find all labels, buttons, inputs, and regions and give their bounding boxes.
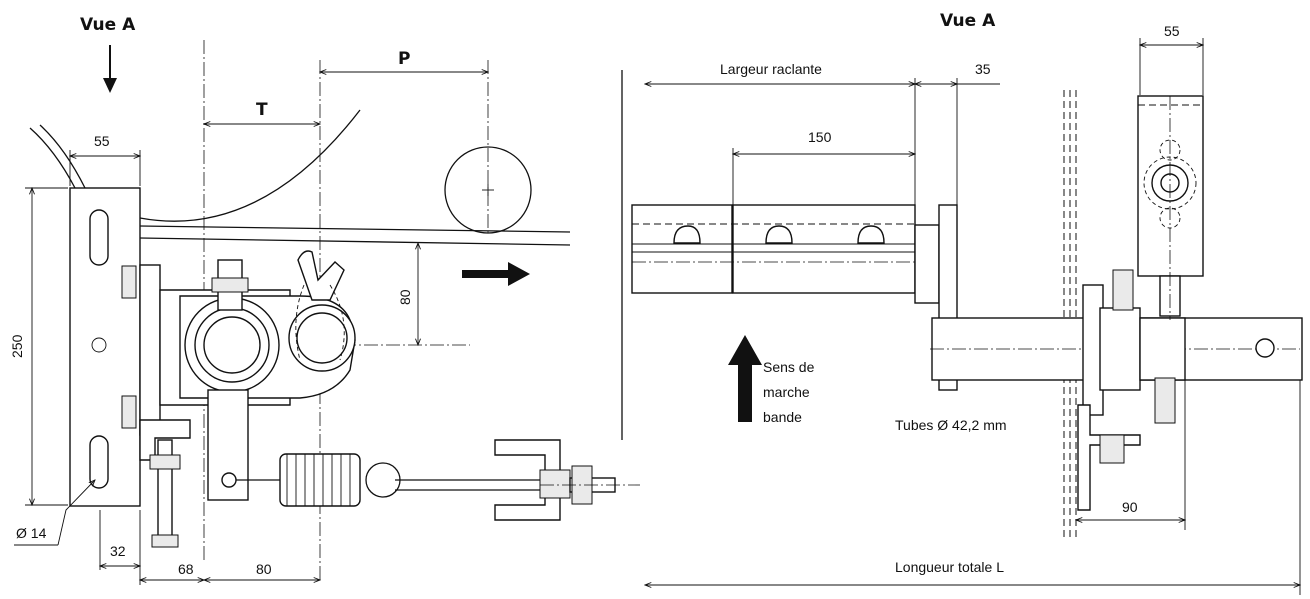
dim-bottom-80: 80 — [256, 561, 272, 577]
label-direction-2: marche — [763, 384, 810, 400]
belt-line-top — [139, 225, 571, 233]
left-view-heading: Vue A — [80, 15, 136, 35]
dim-150: 150 — [808, 129, 832, 145]
dim-90: 90 — [1122, 499, 1138, 515]
right-view: Vue A Largeur raclante 35 55 150 — [631, 11, 1303, 595]
belt-direction-arrow-up — [728, 335, 762, 422]
bracket — [139, 264, 161, 436]
dim-hole-14: Ø 14 — [16, 525, 47, 541]
label-direction-1: Sens de — [763, 359, 815, 375]
right-view-heading: Vue A — [940, 11, 996, 31]
dim-bottom-68: 68 — [178, 561, 194, 577]
label-direction-3: bande — [763, 409, 802, 425]
slot-bottom — [89, 435, 109, 489]
lever-arm — [207, 389, 249, 501]
dim-bottom-32: 32 — [110, 543, 126, 559]
tension-spring — [279, 453, 361, 507]
dim-35: 35 — [975, 61, 991, 77]
slot-top — [89, 209, 109, 266]
label-tubes: Tubes Ø 42,2 mm — [895, 417, 1007, 433]
drum-arc — [139, 109, 361, 222]
left-view: Vue A — [9, 15, 640, 585]
dim-p: P — [398, 49, 410, 69]
dim-top-55: 55 — [94, 133, 110, 149]
dim-t: T — [256, 100, 268, 120]
scraper-blade — [297, 250, 345, 301]
label-scraping-width: Largeur raclante — [720, 61, 822, 77]
dim-height-250: 250 — [9, 334, 25, 358]
belt-line-bottom — [139, 237, 571, 246]
dim-height-80: 80 — [397, 289, 413, 305]
belt-direction-arrow — [462, 262, 530, 286]
label-total-length: Longueur totale L — [895, 559, 1004, 575]
scraper-segments — [631, 204, 935, 294]
dim-55: 55 — [1164, 23, 1180, 39]
